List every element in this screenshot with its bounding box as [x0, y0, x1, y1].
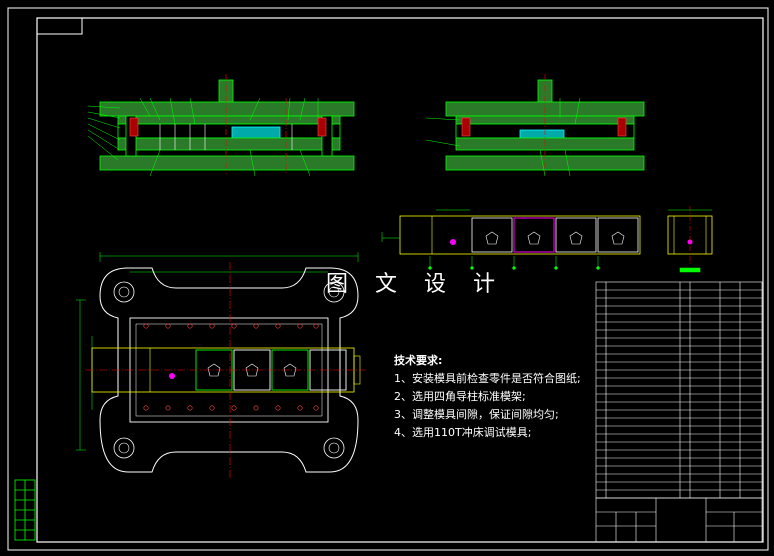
drawing-border-outer [7, 7, 769, 551]
plan-pilot [169, 373, 175, 379]
revision-block [14, 479, 36, 541]
stripper-plate [117, 123, 341, 139]
punch-holder [117, 115, 341, 125]
tech-req-item: 4、选用110T冲床调试模具; [394, 426, 532, 439]
guide-hole-bl [113, 437, 135, 459]
parts-list [595, 281, 763, 543]
title-tag-box [36, 17, 83, 35]
guide-hole-br [323, 437, 345, 459]
plan-view [76, 252, 366, 480]
spring-block-right [317, 117, 327, 137]
tech-req-item: 3、调整模具间隙，保证间隙均匀; [394, 408, 559, 421]
watermark-text: 图 文 设 计 [326, 272, 505, 297]
spring-block-left [129, 117, 139, 137]
upper-die-plate [99, 101, 355, 117]
lower-die-plate [99, 155, 355, 171]
strip-station-1 [471, 217, 513, 253]
side-spring-right [617, 117, 627, 137]
side-spring-left [461, 117, 471, 137]
strip-station-4 [597, 217, 639, 253]
tech-req-title: 技术要求: [394, 354, 443, 367]
strip-layout [381, 209, 641, 270]
strip-station-3 [555, 217, 597, 253]
tech-req-item: 2、选用四角导柱标准模架; [394, 390, 526, 403]
guide-hole-tl [113, 281, 135, 303]
front-section-view [87, 74, 355, 177]
die-shoe-outline [99, 267, 359, 473]
side-section-view [425, 74, 645, 177]
strip-station-2 [513, 217, 555, 253]
strip-outline [399, 215, 641, 255]
pilot-hole [450, 239, 456, 245]
drawing-border-inner [36, 17, 764, 543]
part-drawing [667, 206, 713, 273]
technical-requirements: 技术要求: 1、安装模具前检查零件是否符合图纸; 2、选用四角导柱标准模架; 3… [394, 352, 594, 442]
tech-req-item: 1、安装模具前检查零件是否符合图纸; [394, 372, 581, 385]
guide-hole-tr [323, 281, 345, 303]
die-plate [117, 137, 341, 151]
